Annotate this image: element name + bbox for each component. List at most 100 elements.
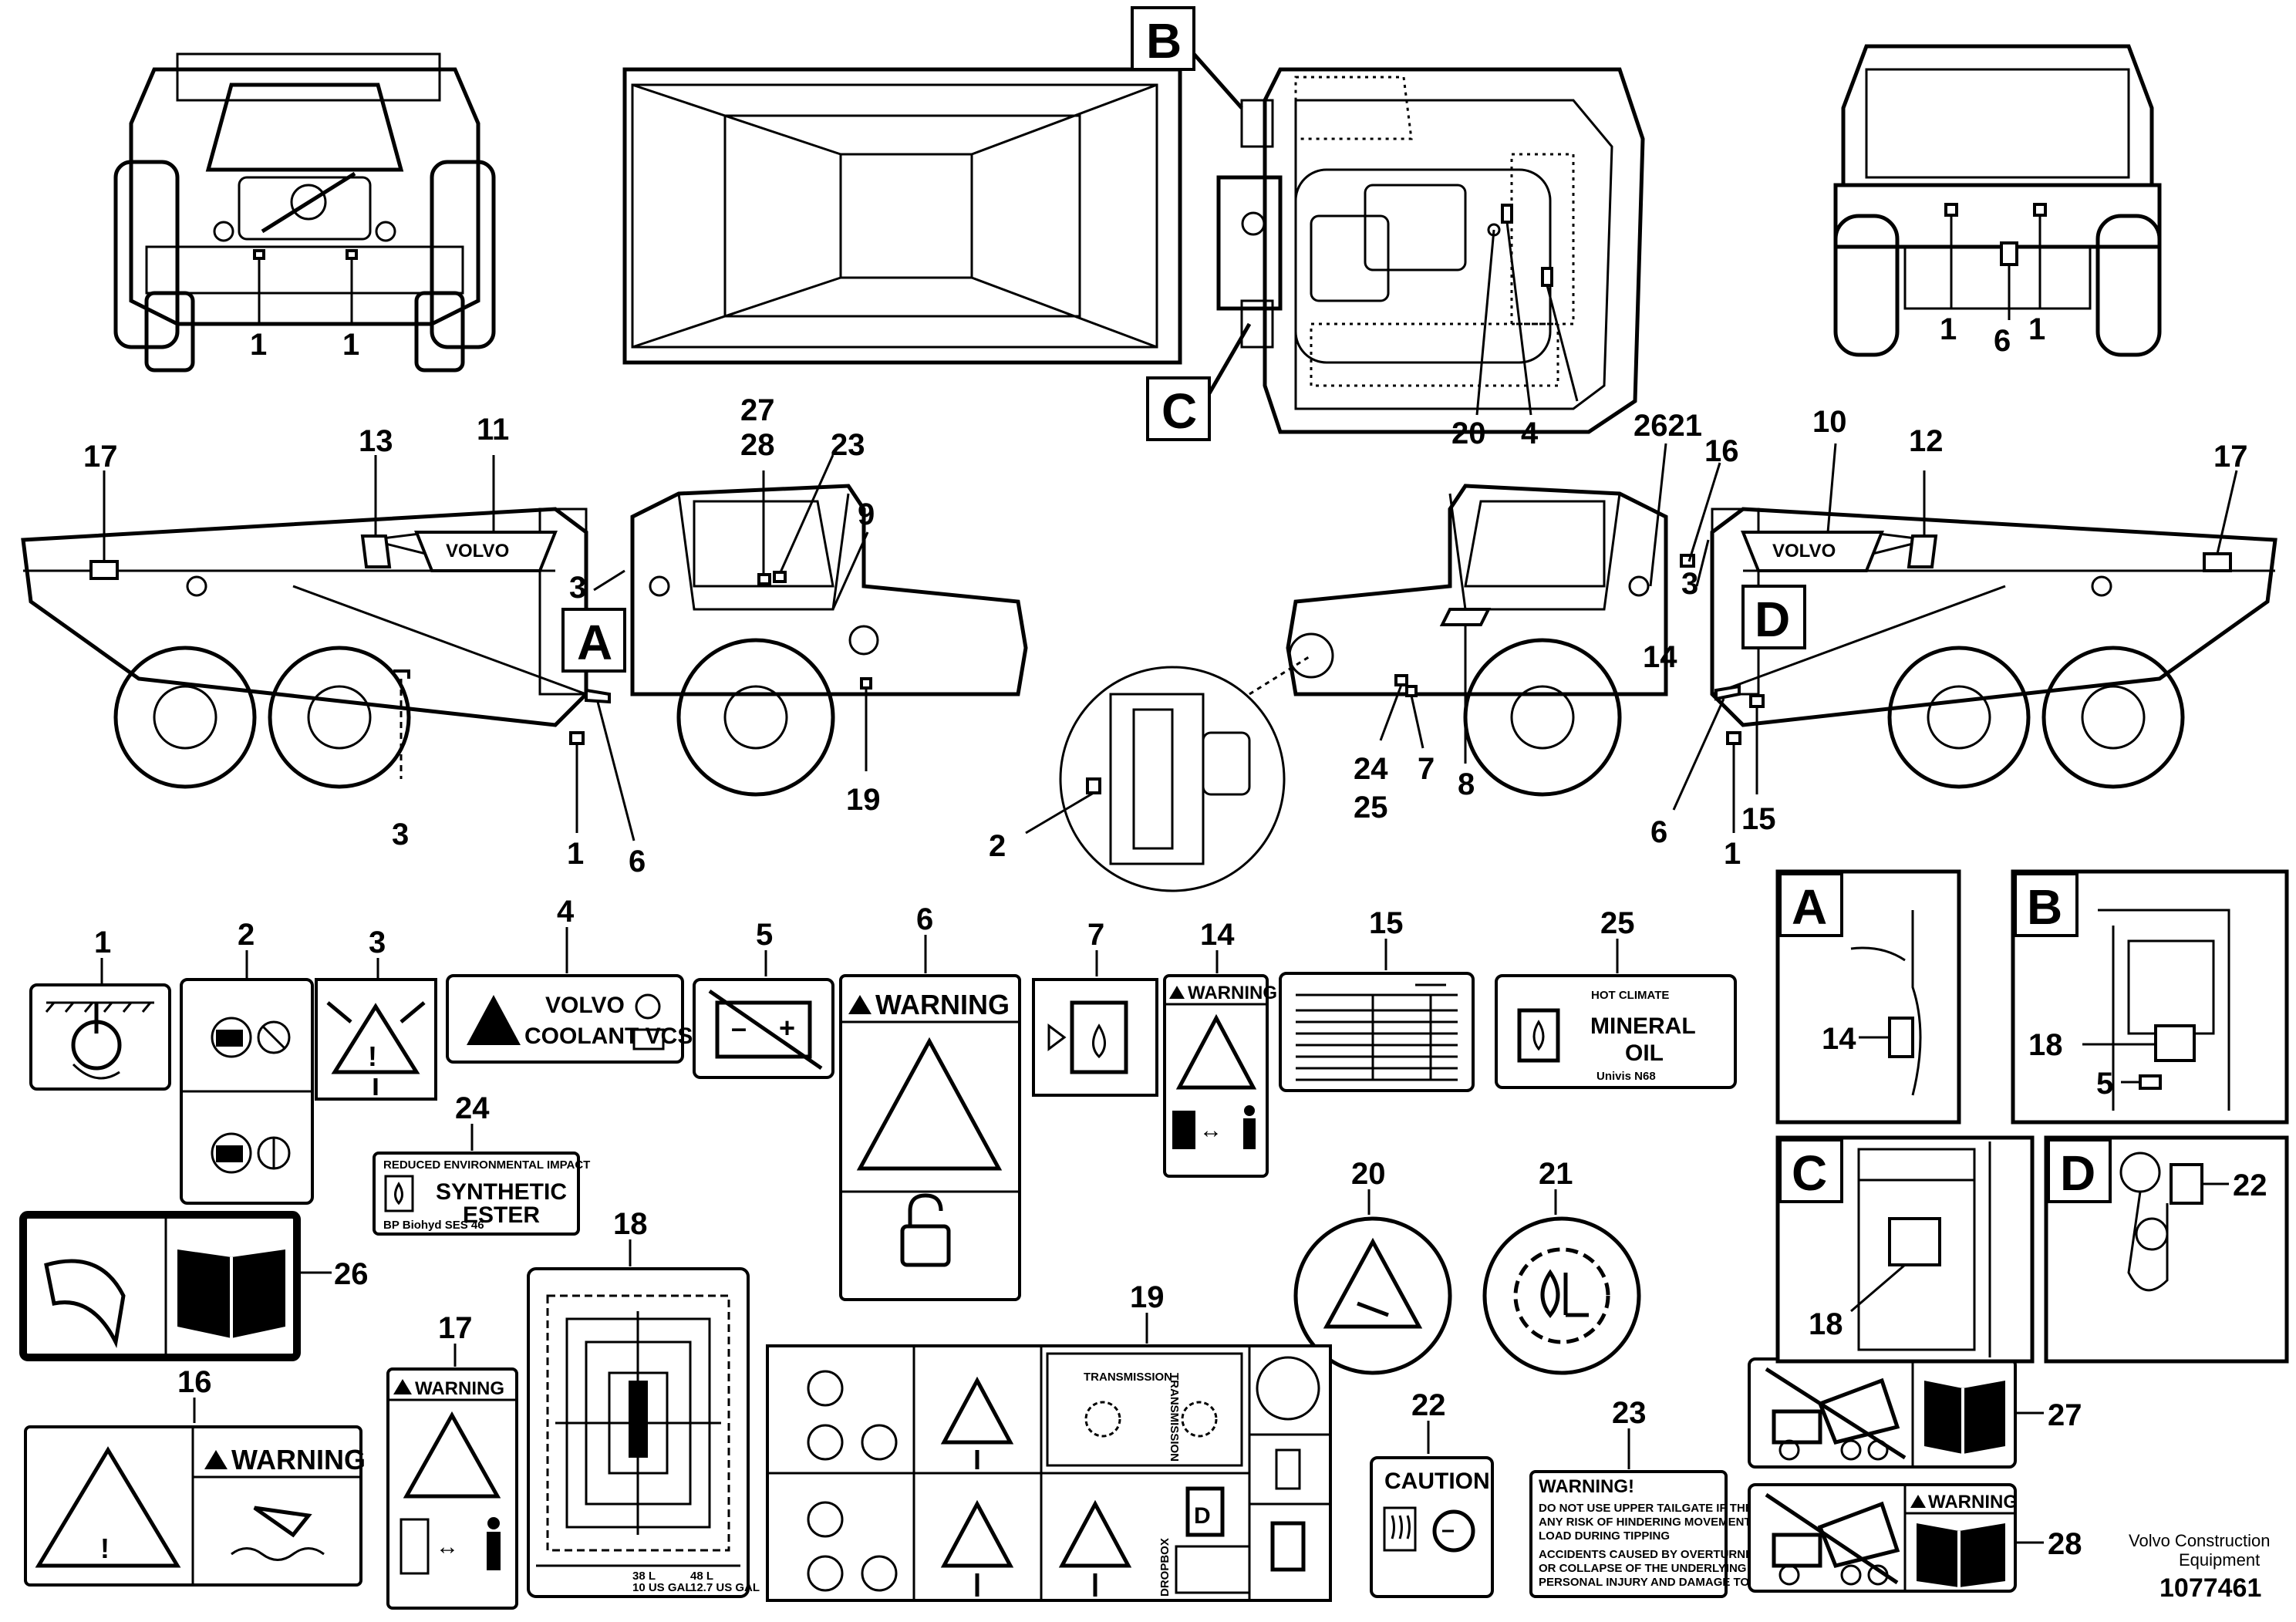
callout-1-rear-right: 1 <box>2028 312 2045 346</box>
decal-7-right <box>1405 685 1418 697</box>
svg-text:18: 18 <box>2028 1028 2063 1062</box>
volvo-logo-right: VOLVO <box>1741 531 1884 572</box>
callout-2-detail: 2 <box>989 829 1006 863</box>
callout-11-left: 11 <box>477 413 509 447</box>
svg-text:22: 22 <box>2233 1168 2267 1202</box>
callout-14-right: 14 <box>1643 640 1677 674</box>
decal-15-number: 15 <box>1369 906 1404 940</box>
decal-21 <box>1482 1216 1641 1375</box>
svg-text:C: C <box>1161 383 1197 439</box>
svg-text:COOLANT VCS: COOLANT VCS <box>524 1023 693 1049</box>
svg-text:↔: ↔ <box>1199 1118 1222 1143</box>
decal-22: CAUTION <box>1370 1456 1494 1598</box>
decal-25: HOT CLIMATE MINERAL OIL Univis N68 <box>1495 974 1737 1089</box>
callout-28-left: 28 <box>740 428 775 462</box>
front-view-truck <box>113 52 496 373</box>
view-label-c: C <box>1146 322 1252 441</box>
svg-text:TRANSMISSION: TRANSMISSION <box>1168 1373 1181 1462</box>
svg-text:OIL: OIL <box>1625 1040 1664 1066</box>
decal-25-number: 25 <box>1600 906 1635 940</box>
callout-13-left: 13 <box>359 424 393 458</box>
decal-28: WARNING <box>1748 1483 2018 1593</box>
callout-16-right: 16 <box>1704 434 1739 468</box>
svg-text:D: D <box>1194 1503 1211 1529</box>
decal-28-left <box>773 571 787 583</box>
decal-6-number: 6 <box>916 902 933 936</box>
svg-text:WARNING: WARNING <box>1188 983 1277 1003</box>
decal-15 <box>1279 972 1475 1092</box>
svg-text:WARNING: WARNING <box>415 1378 504 1399</box>
decal-1-number: 1 <box>94 926 111 959</box>
svg-text:HOT CLIMATE: HOT CLIMATE <box>1591 989 1669 1002</box>
svg-text:BP Biohyd SES 46: BP Biohyd SES 46 <box>383 1219 484 1232</box>
volvo-logo-left: VOLVO <box>414 531 558 572</box>
decal-24: REDUCED ENVIRONMENTAL IMPACT SYNTHETIC E… <box>373 1152 590 1236</box>
decal-26 <box>19 1211 301 1361</box>
svg-text:DO NOT USE UPPER TAILGATE IF T: DO NOT USE UPPER TAILGATE IF THERE IS <box>1539 1502 1783 1515</box>
decal-7-number: 7 <box>1087 918 1104 952</box>
svg-text:VOLVO: VOLVO <box>1772 541 1836 561</box>
decal-23: WARNING! DO NOT USE UPPER TAILGATE IF TH… <box>1529 1470 1873 1598</box>
part-number: 1077461 <box>2159 1573 2261 1603</box>
callout-8-right: 8 <box>1458 767 1475 801</box>
decal-4-number: 4 <box>557 895 575 929</box>
decal-19-number: 19 <box>1130 1280 1165 1314</box>
svg-text:WARNING!: WARNING! <box>1539 1476 1634 1497</box>
decal-19-left <box>860 677 872 690</box>
decal-16-right <box>1680 554 1695 568</box>
svg-text:D: D <box>2060 1145 2095 1201</box>
decal-1 <box>29 983 171 1091</box>
svg-text:!: ! <box>100 1533 110 1564</box>
decal-5-number: 5 <box>756 918 773 952</box>
svg-text:LOAD DURING TIPPING: LOAD DURING TIPPING <box>1539 1529 1670 1543</box>
callout-25-right: 25 <box>1354 791 1388 824</box>
decal-18: 38 L 10 US GAL 48 L 12.7 US GAL <box>527 1267 760 1598</box>
svg-text:–: – <box>731 1012 747 1044</box>
decal-6: WARNING <box>839 974 1021 1301</box>
svg-text:TRANSMISSION: TRANSMISSION <box>1084 1371 1172 1384</box>
decal-6-left <box>585 688 611 704</box>
detail-panel-d: D 22 <box>2044 1135 2289 1364</box>
decal-16-number: 16 <box>177 1365 212 1399</box>
svg-text:14: 14 <box>1822 1022 1856 1056</box>
decal-3-left <box>393 669 410 679</box>
view-label-a: A <box>561 608 626 673</box>
decal-5: – + <box>693 978 834 1079</box>
decal-12-right <box>1907 534 1938 568</box>
decal-17: WARNING ↔ <box>386 1367 518 1610</box>
callout-27-left: 27 <box>740 393 775 427</box>
decal-26-number: 26 <box>334 1257 369 1291</box>
decal-17-number: 17 <box>438 1311 473 1345</box>
callout-3-left-upper: 3 <box>569 571 586 605</box>
svg-text:WARNING: WARNING <box>1928 1492 2018 1512</box>
svg-text:ESTER: ESTER <box>463 1202 540 1228</box>
callout-20-top: 20 <box>1451 416 1486 450</box>
svg-text:C: C <box>1792 1145 1827 1201</box>
callout-6-left: 6 <box>629 845 646 878</box>
callout-3-right: 3 <box>1681 567 1698 601</box>
decal-2-number: 2 <box>238 918 255 952</box>
svg-text:5: 5 <box>2096 1067 2113 1101</box>
svg-text:10 US GAL: 10 US GAL <box>632 1581 693 1594</box>
callout-24-right: 24 <box>1354 752 1388 786</box>
svg-text:WARNING: WARNING <box>231 1444 366 1475</box>
callout-9-left: 9 <box>858 497 875 531</box>
rear-view-truck <box>1833 44 2162 357</box>
decal-8-right <box>1439 608 1492 626</box>
svg-text:WARNING: WARNING <box>875 989 1010 1020</box>
svg-text:+: + <box>779 1012 795 1044</box>
decal-1-right <box>1726 731 1741 745</box>
detail-panel-b: B 18 5 <box>2011 869 2289 1125</box>
callout-1-left: 1 <box>567 837 584 871</box>
decal-27-number: 27 <box>2048 1398 2082 1432</box>
callout-12-right: 12 <box>1909 424 1944 458</box>
company-name-line2: Equipment <box>2179 1550 2260 1570</box>
callout-15-right: 15 <box>1741 802 1776 836</box>
view-label-b: B <box>1131 6 1243 110</box>
detail-panel-a: A 14 <box>1775 869 1961 1125</box>
svg-text:CAUTION: CAUTION <box>1384 1469 1490 1494</box>
svg-text:18: 18 <box>1809 1307 1843 1341</box>
detail-panel-c: C 18 <box>1775 1135 2035 1364</box>
callout-17-left: 17 <box>83 440 118 474</box>
decal-19: TRANSMISSION TRANSMISSION DROPBOX D <box>766 1344 1332 1602</box>
